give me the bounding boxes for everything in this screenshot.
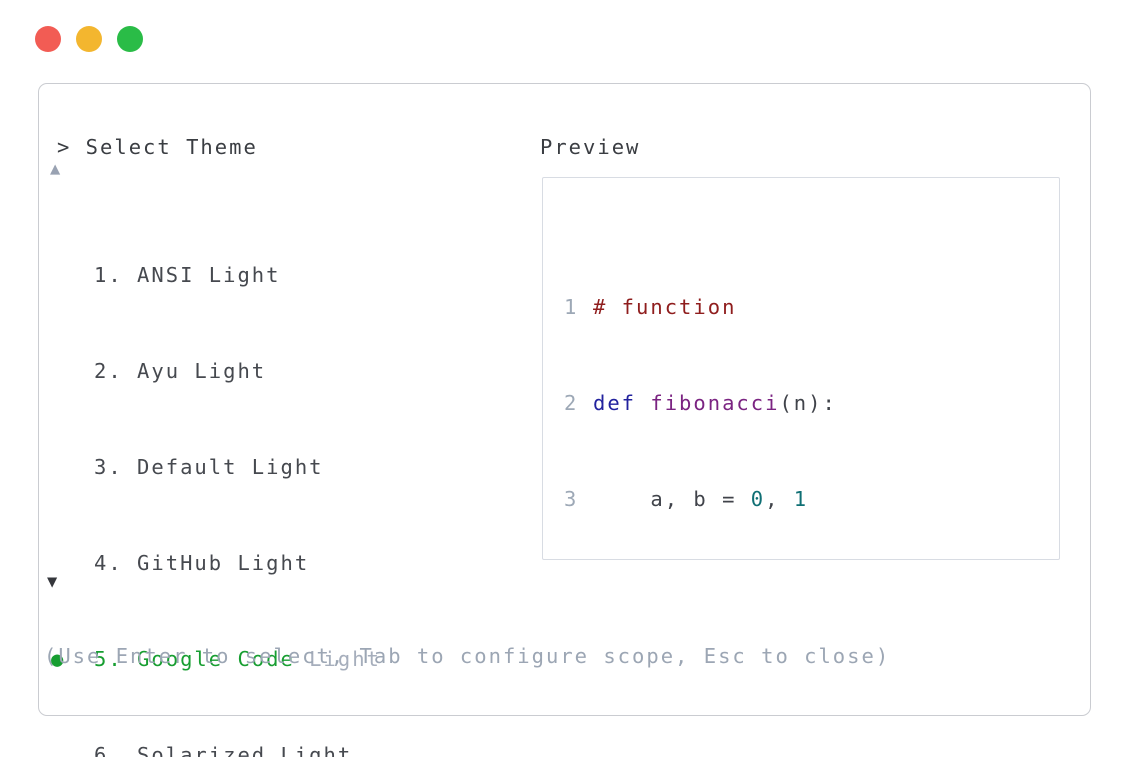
- code-token: (n):: [779, 391, 837, 415]
- line-number: 1: [564, 295, 579, 319]
- code-token: 1: [793, 487, 809, 511]
- minimize-window-button[interactable]: [76, 26, 102, 52]
- theme-picker-panel: > Select Theme Preview ▲ 1. ANSI Light 2…: [38, 83, 1091, 757]
- close-window-button[interactable]: [35, 26, 61, 52]
- code-line: 1 # function: [564, 291, 1059, 323]
- select-theme-title: > Select Theme: [57, 135, 258, 159]
- code-token: # function: [593, 295, 737, 319]
- theme-option-2[interactable]: 2. Ayu Light: [51, 355, 381, 387]
- window-controls: [35, 26, 143, 52]
- preview-title: Preview: [540, 135, 641, 159]
- code-token: [636, 391, 650, 415]
- line-number: 3: [564, 487, 579, 511]
- theme-label-selected: ● 5. Google Code: [51, 647, 295, 671]
- theme-label: 4. GitHub Light: [51, 551, 310, 575]
- zoom-window-button[interactable]: [117, 26, 143, 52]
- theme-option-1[interactable]: 1. ANSI Light: [51, 259, 381, 291]
- preview-pane: 1 # function 2 def fibonacci(n): 3 a, b = …: [542, 177, 1060, 560]
- code-token: def: [593, 391, 637, 415]
- code-token: fibonacci: [650, 391, 780, 415]
- theme-label: 6. Solarized Light: [51, 743, 353, 757]
- theme-option-4[interactable]: 4. GitHub Light: [51, 547, 381, 579]
- theme-list: 1. ANSI Light 2. Ayu Light 3. Default Li…: [51, 195, 381, 757]
- keyboard-hint: (Use Enter to select, Tab to configure s…: [44, 644, 891, 668]
- code-token: 0: [750, 487, 766, 511]
- theme-label: 2. Ayu Light: [51, 359, 267, 383]
- theme-option-3[interactable]: 3. Default Light: [51, 451, 381, 483]
- line-number: 2: [564, 391, 579, 415]
- scroll-up-icon[interactable]: ▲: [50, 159, 61, 179]
- theme-label: 1. ANSI Light: [51, 263, 281, 287]
- code-token: ,: [765, 487, 794, 511]
- theme-option-5-selected[interactable]: ● 5. Google Code Light: [51, 643, 381, 675]
- code-line: 3 a, b = 0, 1: [564, 483, 1059, 515]
- scroll-down-icon[interactable]: ▼: [47, 572, 58, 592]
- theme-variant-label: Light: [294, 647, 381, 671]
- code-preview: 1 # function 2 def fibonacci(n): 3 a, b = …: [543, 178, 1059, 559]
- theme-option-6[interactable]: 6. Solarized Light: [51, 739, 381, 757]
- code-line: 2 def fibonacci(n):: [564, 387, 1059, 419]
- theme-label: 3. Default Light: [51, 455, 324, 479]
- code-token: a, b =: [593, 487, 751, 511]
